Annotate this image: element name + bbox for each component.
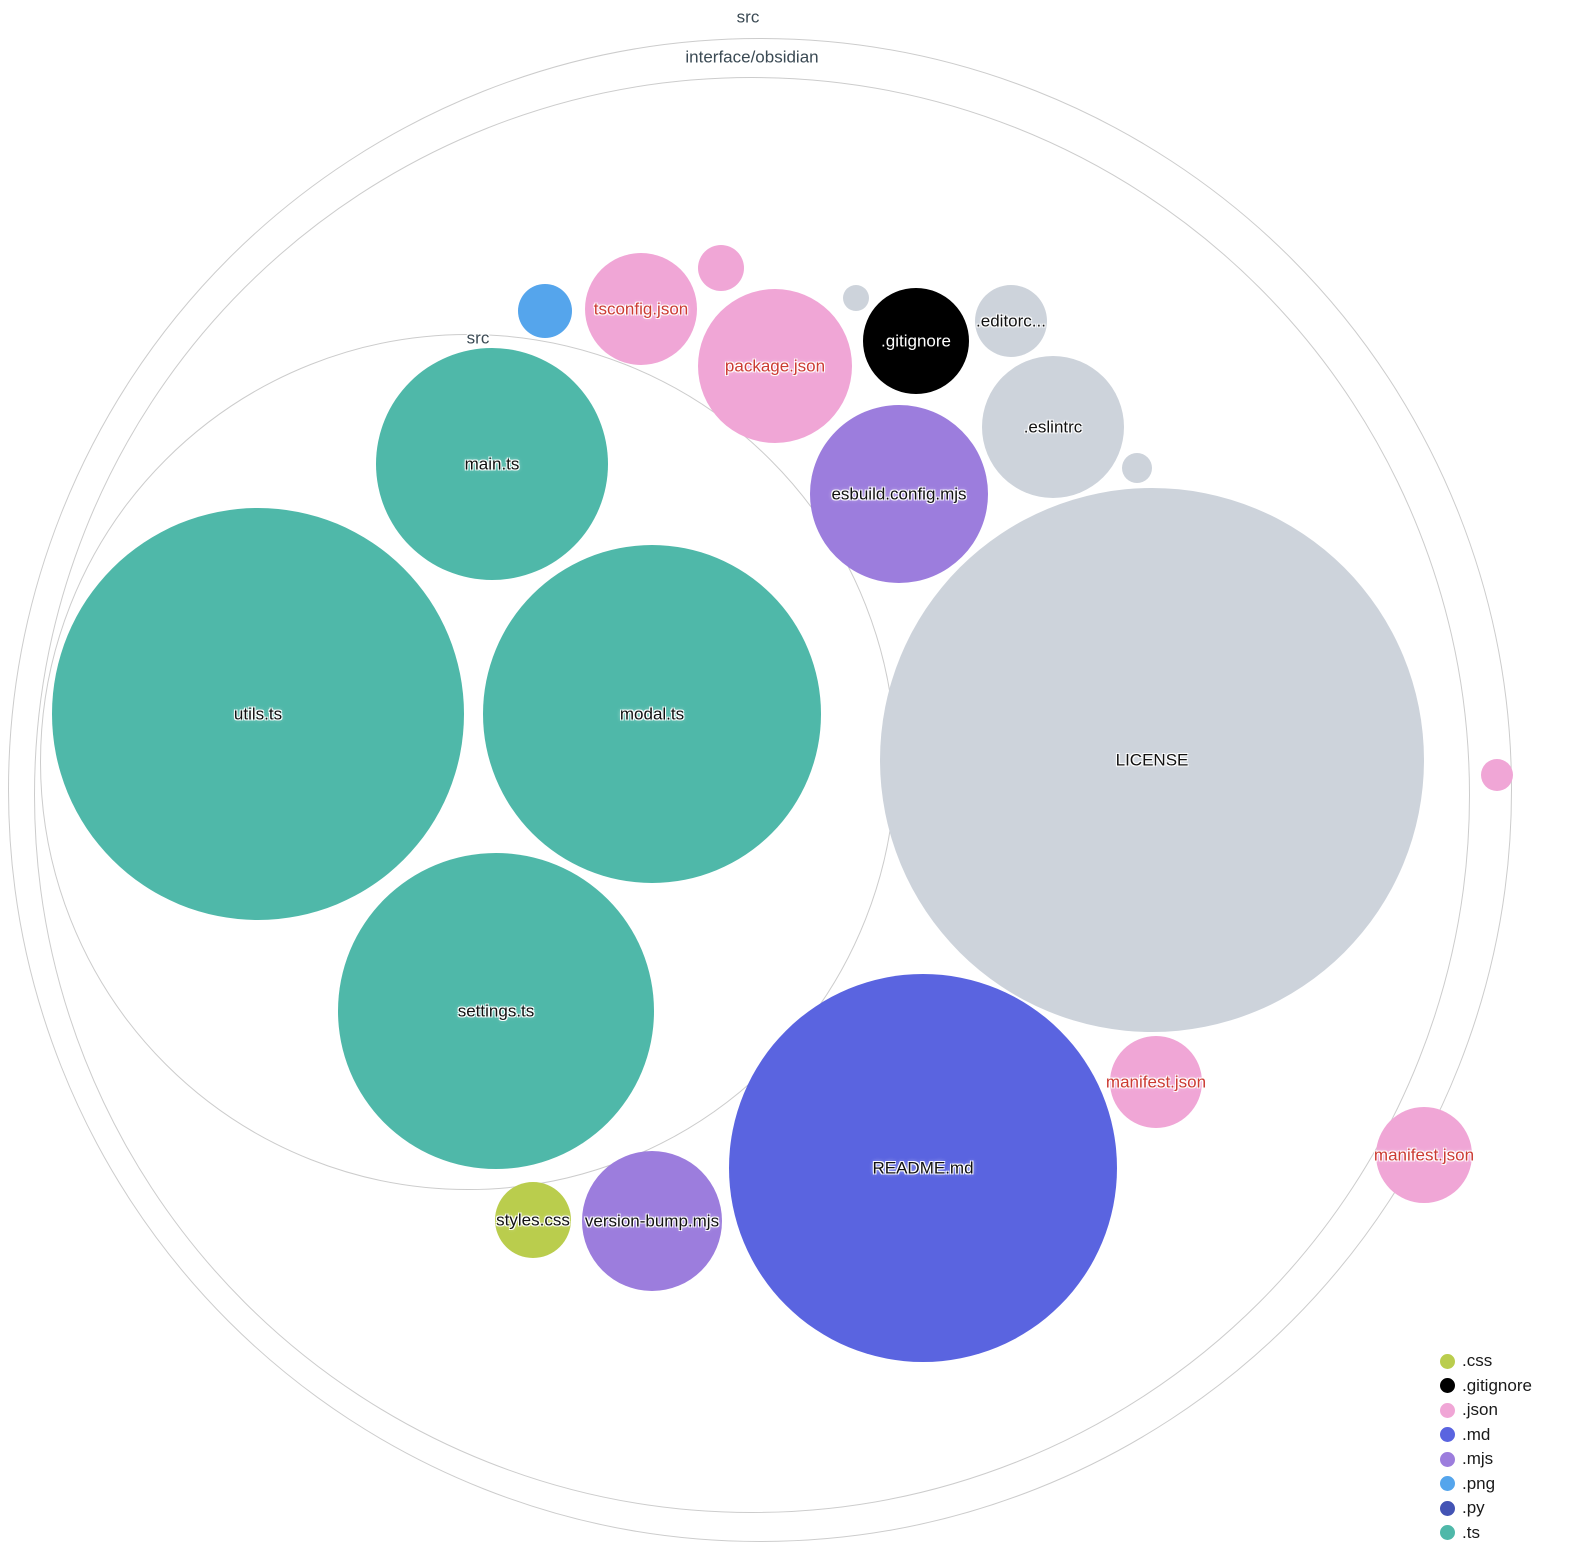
file-package-json-label: package.json <box>724 356 826 376</box>
file-editorconfig-label: .editorc... <box>976 311 1046 331</box>
folder-src-outer[interactable] <box>8 38 1512 1542</box>
legend-label-ts: .ts <box>1462 1522 1480 1542</box>
legend-label-png: .png <box>1462 1473 1496 1493</box>
legend-label-mjs: .mjs <box>1462 1449 1494 1469</box>
file-utils-ts[interactable] <box>52 508 464 920</box>
legend-item-ts: .ts <box>1440 1521 1532 1546</box>
legend-swatch-gitignore <box>1440 1378 1455 1394</box>
folder-src-label: src <box>466 328 490 348</box>
legend-item-css: .css <box>1440 1349 1532 1374</box>
file-eslintrc[interactable] <box>982 356 1124 498</box>
file-tsconfig-json-label: tsconfig.json <box>593 299 689 319</box>
file-manifest-json[interactable] <box>1110 1036 1202 1128</box>
file-gitignore-label: .gitignore <box>881 331 951 351</box>
legend-item-json: .json <box>1440 1398 1532 1423</box>
file-editorconfig[interactable] <box>975 285 1047 357</box>
folder-interface-obsidian[interactable] <box>34 77 1470 1513</box>
legend-swatch-png <box>1440 1476 1455 1492</box>
legend-label-md: .md <box>1462 1424 1491 1444</box>
folder-interface-obsidian-label: interface/obsidian <box>685 47 819 67</box>
file-version-bump-mjs-label: version-bump.mjs <box>584 1211 720 1231</box>
file-png-small[interactable] <box>518 284 572 338</box>
file-tsconfig-json[interactable] <box>585 253 697 365</box>
file-main-ts-label: main.ts <box>464 454 520 474</box>
legend-swatch-ts <box>1440 1525 1455 1541</box>
legend-swatch-css <box>1440 1353 1455 1369</box>
file-settings-ts-label: settings.ts <box>457 1001 535 1021</box>
file-manifest-json-outer[interactable] <box>1376 1107 1472 1203</box>
file-manifest-json-label: manifest.json <box>1105 1072 1207 1092</box>
file-utils-ts-label: utils.ts <box>233 704 283 724</box>
file-settings-ts[interactable] <box>338 853 654 1169</box>
file-license-label: LICENSE <box>1115 750 1189 770</box>
legend-swatch-py <box>1440 1500 1455 1516</box>
file-eslintrc-label: .eslintrc <box>1023 417 1083 437</box>
file-gray-small-2[interactable] <box>1122 453 1152 483</box>
legend-label-py: .py <box>1462 1498 1485 1518</box>
file-package-json[interactable] <box>698 289 852 443</box>
file-readme-md-label: README.md <box>872 1158 974 1178</box>
file-readme-md[interactable] <box>729 974 1117 1362</box>
file-modal-ts-label: modal.ts <box>619 704 685 724</box>
file-gray-small-1[interactable] <box>843 285 869 311</box>
legend-swatch-json <box>1440 1402 1455 1418</box>
legend-item-mjs: .mjs <box>1440 1447 1532 1472</box>
legend-item-png: .png <box>1440 1472 1532 1497</box>
file-styles-css-label: styles.css <box>496 1210 570 1230</box>
legend-label-gitignore: .gitignore <box>1462 1375 1532 1395</box>
file-json-small-top[interactable] <box>698 245 744 291</box>
file-version-bump-mjs[interactable] <box>582 1151 722 1291</box>
legend-swatch-mjs <box>1440 1451 1455 1467</box>
file-gitignore[interactable] <box>863 288 969 394</box>
file-styles-css[interactable] <box>495 1182 571 1258</box>
file-modal-ts[interactable] <box>483 545 821 883</box>
legend-item-py: .py <box>1440 1496 1532 1521</box>
legend-label-json: .json <box>1462 1400 1498 1420</box>
file-json-small-right[interactable] <box>1481 759 1513 791</box>
file-main-ts[interactable] <box>376 348 608 580</box>
folder-src-outer-label: src <box>736 7 760 27</box>
legend-item-gitignore: .gitignore <box>1440 1374 1532 1399</box>
legend-swatch-md <box>1440 1427 1455 1443</box>
legend: .css .gitignore .json .md .mjs .png .py .ts <box>1440 1349 1532 1545</box>
file-esbuild-config-mjs-label: esbuild.config.mjs <box>831 484 967 504</box>
file-manifest-json-outer-label: manifest.json <box>1373 1145 1475 1165</box>
file-esbuild-config-mjs[interactable] <box>810 405 988 583</box>
legend-label-css: .css <box>1462 1351 1493 1371</box>
file-license[interactable] <box>880 488 1424 1032</box>
legend-item-md: .md <box>1440 1423 1532 1448</box>
